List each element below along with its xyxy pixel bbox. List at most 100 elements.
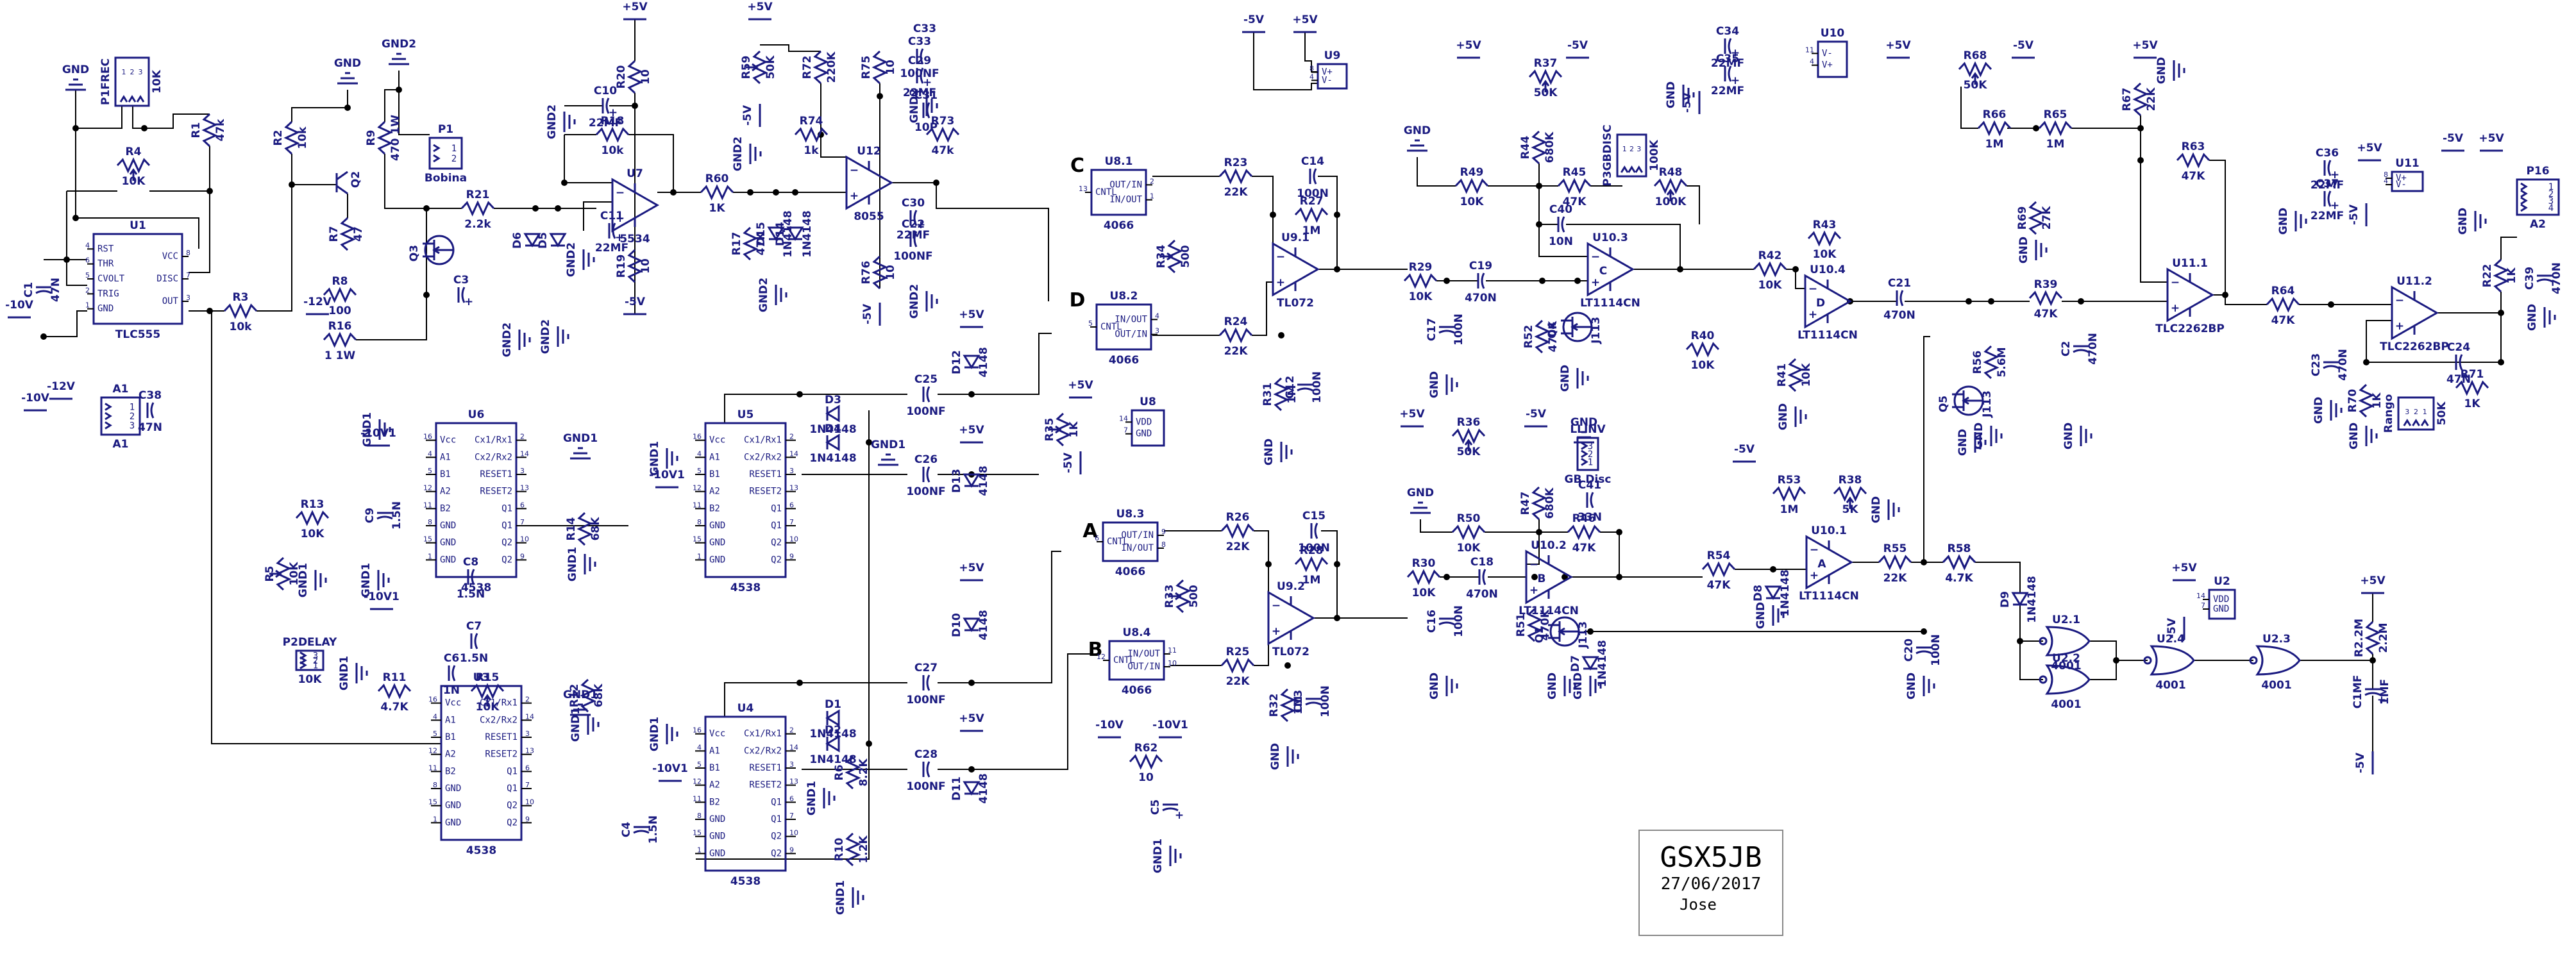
resistor-symbol [2028,201,2044,235]
pin-number: 10 [520,535,529,544]
pin-name: V+ [1822,60,1833,71]
pin-number: 11 [1168,646,1177,655]
pin-number: 10 [789,535,798,544]
contact-arrow-icon [1620,165,1629,173]
pin-name: VDD [1136,417,1152,427]
rail-label: +5V [1456,39,1481,52]
resistor-symbol [1557,178,1592,194]
capacitor-symbol [2323,361,2339,369]
c33-ref: C33 [913,22,936,35]
pin-name: Q2 [771,848,782,858]
component-value: 1.5N [391,501,403,530]
ref-designator: D8 [1752,585,1765,601]
power-rail-neg10v1: -10V1 [649,469,685,489]
ref-designator: C16 [1426,610,1438,633]
diode-symbol [1764,585,1782,600]
junction-dot [1792,266,1799,272]
capacitor-symbol [608,222,616,239]
ground-icon [1445,676,1458,696]
pin-name: Q2 [771,538,782,548]
capacitor-symbol [1724,38,1732,54]
ref-designator: U2 [2214,575,2230,588]
pin-number: 1 [85,301,90,310]
junction-dot [1444,574,1450,580]
ground-gnd: GND [1572,673,1602,699]
ref-designator: R14 [565,517,578,540]
ground-gnd: GND [1428,371,1458,398]
power-rail-neg5v: -5V [2441,132,2464,152]
ground-icon [1589,676,1602,696]
ground-icon [2330,400,2343,421]
component-value: 22K [1226,675,1250,688]
pin-name: CNTL [1100,322,1122,332]
diode-symbol [767,226,785,241]
component-value: 22K [2145,87,2158,112]
capacitor-symbol [1915,646,1932,655]
pin-number: 7 [525,781,530,789]
ground-icon [1772,605,1785,626]
rail-label: -5V [1062,452,1075,473]
pin-name: GND [709,521,725,531]
contact-arrow-icon [119,95,128,103]
component-value: 68K [589,517,602,541]
polarity-mark: + [2377,694,2386,707]
wire [724,394,907,423]
contact-arrow-icon [2520,196,2528,205]
wire [724,682,907,717]
power-rail-pos5v: +5V [959,712,984,732]
wire [2437,292,2502,314]
ground-label: GND1 [361,412,374,447]
power-rail-neg5v: -5V [1524,408,1547,428]
section-marker-a: A [1082,520,1098,542]
inverting-input-mark: − [1276,251,1285,263]
noninverting-input-mark: + [616,212,625,225]
pin-name: B1 [709,469,720,480]
ic-body [440,685,523,841]
rail-label: -5V [1243,13,1265,26]
ref-designator: R64 [2271,285,2295,297]
pin-name: Vcc [445,698,461,708]
diode-symbol [825,405,840,422]
ground-gnd2: GND2 [539,319,569,354]
junction-dot [423,292,430,298]
wiper-arrow-icon [129,168,138,181]
inverting-input-mark: − [1272,599,1281,612]
component-value: 47N [49,278,62,302]
pot-wiper-r15 [483,694,492,707]
component-value: 4.7K [380,701,408,714]
pin-name: B1 [709,763,720,773]
resistor-symbol [460,200,495,217]
capacitor-symbol [633,826,650,834]
noninverting-input-mark: + [2395,320,2404,333]
pin-number: 2 [313,656,318,666]
component-value: 100N [1311,371,1324,403]
component-value: 100N [1319,685,1332,717]
ground-label: GND1 [648,717,661,751]
component-value: 470N [2550,262,2563,294]
component-value: 1N4148 [2026,576,2039,623]
resistor-symbol [2266,296,2300,313]
junction-dot [1536,221,1542,228]
jfet-symbol [1548,621,1579,642]
rail-label: +5V [959,308,984,321]
pin-name: Cx2/Rx2 [475,452,512,462]
wiper-arrow-icon [1846,496,1855,509]
component-value: 10P [914,121,938,134]
pin-name: Vcc [440,435,456,446]
capacitor-symbol [2364,688,2381,696]
wiper-arrow-icon [483,694,492,707]
connector-body [100,396,141,436]
junction-dot [2137,125,2144,131]
resistor-symbol [2176,152,2210,169]
pin-name: GND [709,848,725,858]
